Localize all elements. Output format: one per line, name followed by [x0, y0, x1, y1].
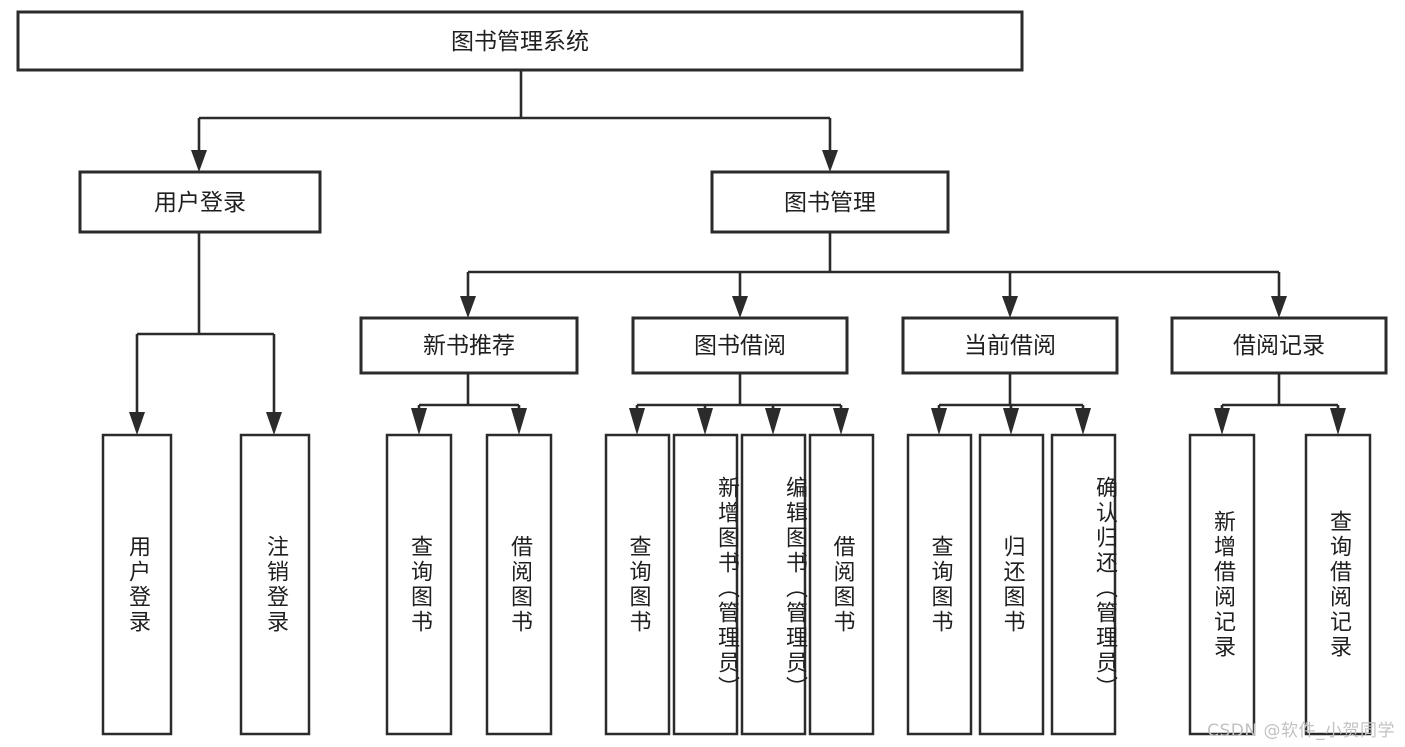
node-new-book-rec[interactable]: 新书推荐 — [359, 316, 579, 375]
node-root-label: 图书管理系统 — [451, 29, 589, 55]
arrowhead-leaf-query-record — [1330, 408, 1346, 435]
connector-group-borrow-record — [1214, 373, 1346, 435]
arrowhead-leaf-borrow-book-2 — [833, 408, 849, 435]
arrowhead-leaf-user-logout — [266, 412, 282, 435]
arrowhead-current-borrow — [1002, 296, 1018, 318]
node-current-borrow-box[interactable] — [901, 316, 1119, 375]
leaf-box-query-book-3[interactable] — [906, 433, 973, 736]
node-user-login-label: 用户登录 — [154, 190, 246, 216]
node-book-manage-box[interactable] — [710, 170, 950, 234]
leaf-box-borrow-book-1[interactable] — [485, 433, 553, 736]
arrowhead-book-manage — [822, 150, 838, 172]
arrowhead-leaf-return-book — [1003, 408, 1019, 435]
leaf-box-edit-book[interactable] — [740, 433, 807, 736]
node-book-borrow[interactable]: 图书借阅 — [631, 316, 849, 375]
node-root[interactable]: 图书管理系统 — [16, 10, 1024, 72]
leaf-box-user-login[interactable] — [101, 433, 173, 736]
leaf-box-borrow-book-2[interactable] — [808, 433, 875, 736]
leaf-box-group — [101, 433, 1372, 736]
arrowhead-leaf-add-book — [697, 408, 713, 435]
node-user-login-box[interactable] — [78, 170, 322, 234]
arrowhead-user-login — [191, 150, 207, 172]
arrowhead-leaf-edit-book — [765, 408, 781, 435]
leaf-box-confirm-return[interactable] — [1050, 433, 1117, 736]
connector-group-root — [191, 70, 838, 172]
arrowhead-leaf-add-record — [1214, 408, 1230, 435]
arrowhead-new-book-rec — [460, 296, 476, 318]
node-book-manage-label: 图书管理 — [784, 190, 876, 216]
connector-group-current-borrow — [931, 373, 1091, 435]
node-root-box[interactable] — [16, 10, 1024, 72]
node-borrow-record[interactable]: 借阅记录 — [1170, 316, 1388, 375]
arrowhead-leaf-query-book-1 — [411, 408, 427, 435]
leaf-box-return-book[interactable] — [978, 433, 1045, 736]
arrowhead-leaf-query-book-2 — [629, 408, 645, 435]
node-current-borrow[interactable]: 当前借阅 — [901, 316, 1119, 375]
node-book-borrow-box[interactable] — [631, 316, 849, 375]
arrowhead-book-borrow — [732, 296, 748, 318]
connector-group-book-borrow — [629, 373, 849, 435]
leaf-box-query-book-2[interactable] — [604, 433, 671, 736]
node-borrow-record-box[interactable] — [1170, 316, 1388, 375]
connector-group-new-book-rec — [411, 373, 527, 435]
node-user-login[interactable]: 用户登录 — [78, 170, 322, 234]
leaf-box-add-book[interactable] — [672, 433, 739, 736]
arrowhead-borrow-record — [1271, 296, 1287, 318]
arrowhead-leaf-confirm-return — [1075, 408, 1091, 435]
arrowhead-leaf-query-book-3 — [931, 408, 947, 435]
node-current-borrow-label: 当前借阅 — [964, 333, 1056, 359]
leaf-box-add-record[interactable] — [1188, 433, 1256, 736]
node-new-book-rec-box[interactable] — [359, 316, 579, 375]
node-book-manage[interactable]: 图书管理 — [710, 170, 950, 234]
node-borrow-record-label: 借阅记录 — [1233, 333, 1325, 359]
connector-group-user-login — [129, 232, 282, 435]
node-new-book-rec-label: 新书推荐 — [423, 333, 515, 359]
arrowhead-leaf-user-login — [129, 412, 145, 435]
leaf-box-query-book-1[interactable] — [385, 433, 453, 736]
arrowhead-leaf-borrow-book-1 — [511, 408, 527, 435]
leaf-box-query-record[interactable] — [1304, 433, 1372, 736]
connector-group-book-manage — [460, 232, 1287, 318]
leaf-box-user-logout[interactable] — [239, 433, 311, 736]
node-book-borrow-label: 图书借阅 — [694, 333, 786, 359]
